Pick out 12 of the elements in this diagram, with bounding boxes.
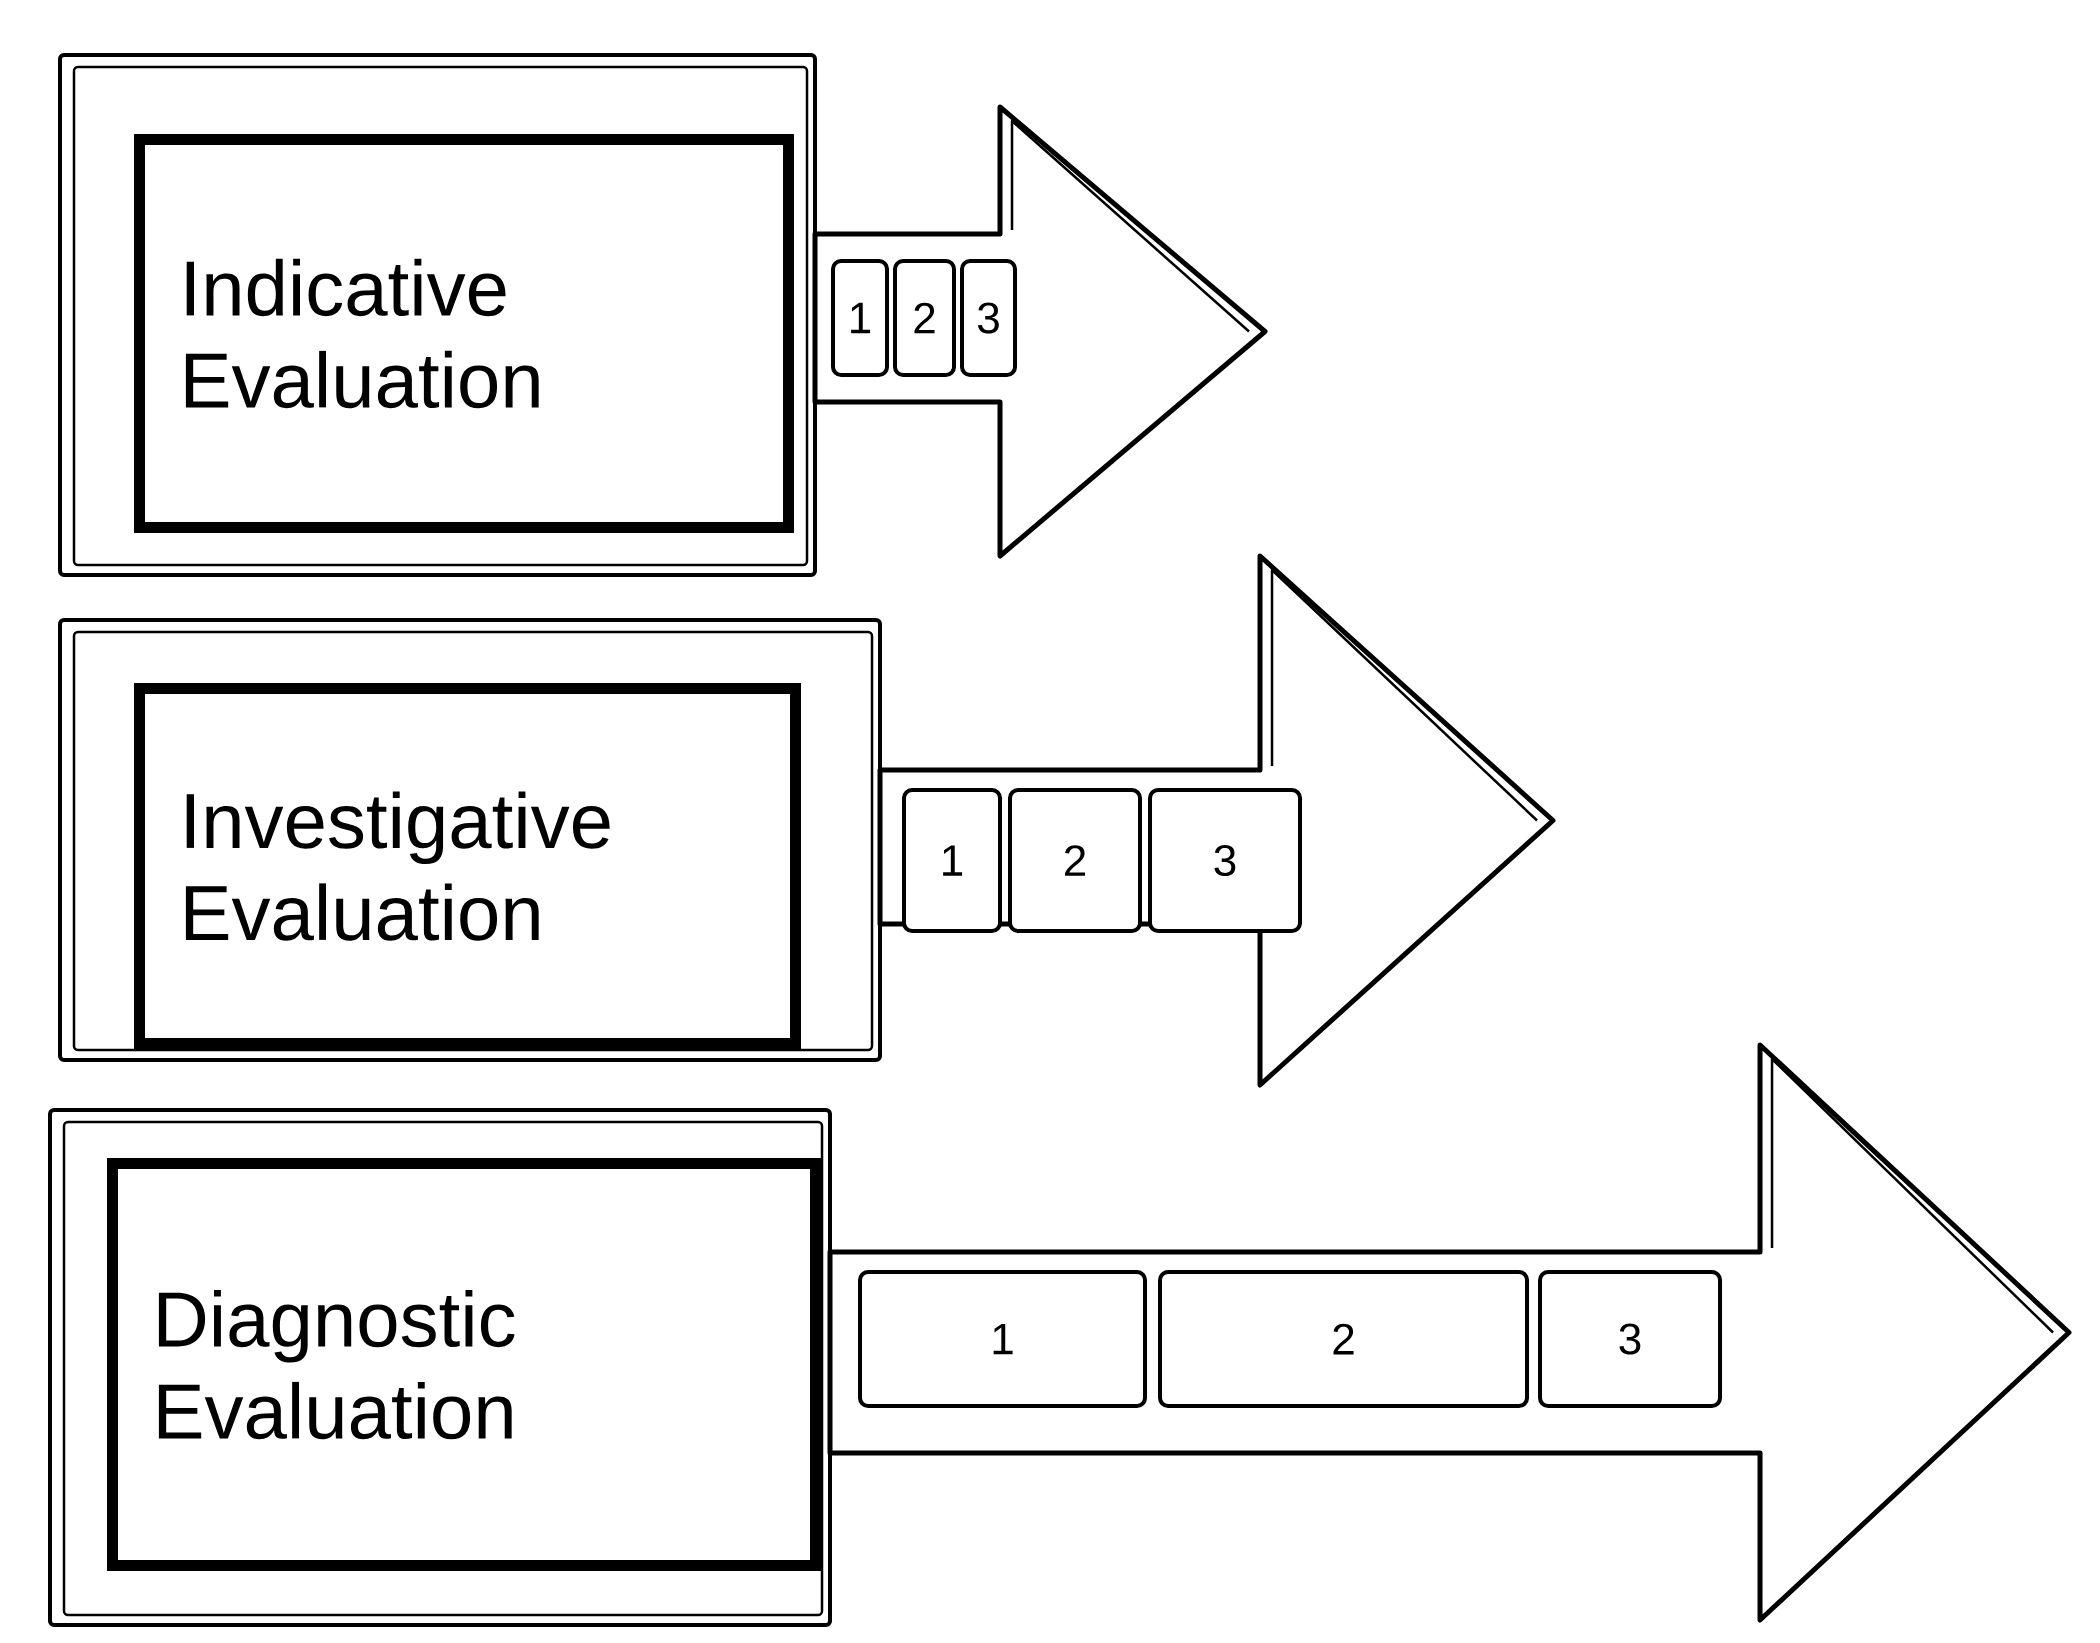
- text-box: Diagnostic Evaluation: [48, 1108, 832, 1627]
- step-box: 3: [1148, 788, 1302, 933]
- step-box: 1: [858, 1270, 1147, 1408]
- step-box: 3: [960, 259, 1017, 377]
- step-box: 2: [1158, 1270, 1529, 1408]
- text-box: Investigative Evaluation: [58, 618, 882, 1062]
- step-box: 1: [831, 259, 889, 377]
- step-box: 3: [1538, 1270, 1723, 1408]
- step-box: 2: [893, 259, 956, 377]
- step-box: 1: [902, 788, 1002, 933]
- step-box: 2: [1008, 788, 1142, 933]
- text-box: Indicative Evaluation: [58, 53, 817, 577]
